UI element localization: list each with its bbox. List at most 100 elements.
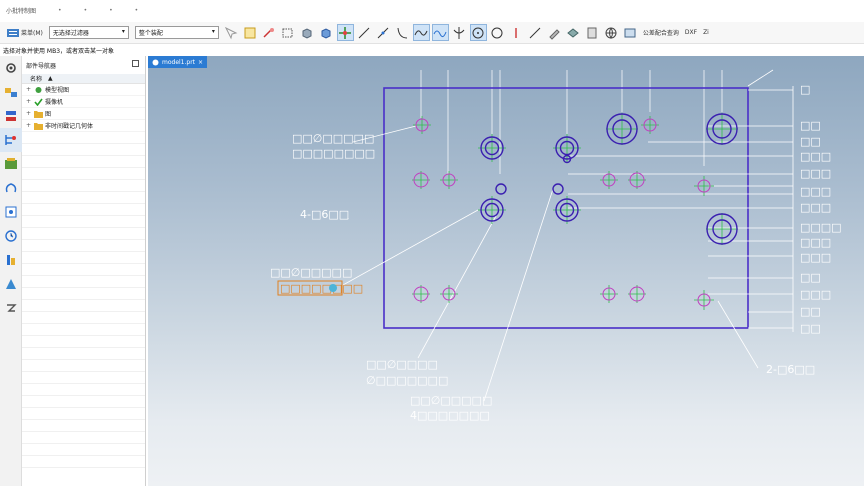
- existing-point-icon[interactable]: [527, 24, 544, 41]
- tree-empty-row: [22, 288, 145, 300]
- scope-value: 整个装配: [138, 30, 163, 37]
- hole-note-d-line2[interactable]: 4□□□□□□□: [410, 409, 490, 422]
- dim-label[interactable]: □□□: [800, 288, 831, 301]
- expand-icon[interactable]: +: [26, 110, 32, 117]
- drag-handle-icon[interactable]: [329, 284, 337, 292]
- tree-item-model-views[interactable]: + 模型视图: [22, 84, 145, 96]
- tree-item-non-timestamp-geometry[interactable]: + 非时间戳记几何体: [22, 120, 145, 132]
- expand-icon[interactable]: +: [26, 86, 32, 93]
- dim-label[interactable]: □: [800, 83, 810, 96]
- layer-icon[interactable]: [584, 24, 601, 41]
- arc-center-icon[interactable]: [469, 24, 487, 41]
- document-tab[interactable]: model1.prt ×: [148, 56, 208, 68]
- face-icon[interactable]: [318, 24, 335, 41]
- tree-item-label: 模型视图: [45, 87, 70, 94]
- resource-settings-button[interactable]: [0, 56, 22, 80]
- dim-label[interactable]: □□□□: [800, 221, 842, 234]
- process-studio-button[interactable]: [0, 296, 22, 320]
- dim-label[interactable]: □□□: [800, 185, 831, 198]
- hole-note-c-line1[interactable]: □□∅□□□□: [366, 358, 438, 371]
- app-title: 小批特制图: [6, 7, 37, 15]
- dim-label[interactable]: □□: [800, 322, 821, 335]
- left-annotations: □□∅□□□□□ □□□□□□□□ 4-□6□□ □□∅□□□□□ □□∅□□□…: [270, 132, 815, 422]
- title-dot[interactable]: •: [134, 6, 139, 14]
- line-icon[interactable]: [356, 24, 373, 41]
- dim-label[interactable]: □□□: [800, 150, 831, 163]
- scope-select[interactable]: 整个装配 ▾: [134, 26, 219, 39]
- dim-label[interactable]: □□: [800, 271, 821, 284]
- arc-icon[interactable]: [394, 24, 411, 41]
- dim-label[interactable]: □□□: [800, 236, 831, 249]
- maximize-icon[interactable]: [132, 60, 139, 67]
- pencil-icon[interactable]: [546, 24, 563, 41]
- measure-icon[interactable]: [622, 24, 639, 41]
- intersection-icon[interactable]: [451, 24, 468, 41]
- dim-label[interactable]: □□: [800, 135, 821, 148]
- history-button[interactable]: [0, 200, 22, 224]
- globe-icon[interactable]: [603, 24, 620, 41]
- dim-label[interactable]: □□□: [800, 251, 831, 264]
- close-icon[interactable]: ×: [198, 58, 204, 66]
- assembly-navigator-button[interactable]: [0, 80, 22, 104]
- title-dot[interactable]: •: [83, 6, 88, 14]
- navigator-column-header[interactable]: 名称 ▲: [22, 74, 145, 84]
- dim-label[interactable]: □□: [800, 305, 821, 318]
- tree-item-cameras[interactable]: + 摄像机: [22, 96, 145, 108]
- type-filter-select[interactable]: 无选择过滤器 ▾: [48, 26, 129, 39]
- menu-button[interactable]: 菜单(M): [4, 25, 46, 41]
- dim-label[interactable]: □□: [800, 119, 821, 132]
- clock-button[interactable]: [0, 224, 22, 248]
- select-rectangle-icon[interactable]: [242, 24, 259, 41]
- dim-label[interactable]: □□□: [800, 201, 831, 214]
- curve-icon[interactable]: [431, 24, 449, 41]
- hole-note-d-line1[interactable]: □□∅□□□□□: [410, 394, 492, 407]
- title-dot[interactable]: •: [58, 6, 62, 14]
- solid-body-icon[interactable]: [299, 24, 316, 41]
- constraint-navigator-button[interactable]: [0, 104, 22, 128]
- hole-note-b-line1[interactable]: □□∅□□□□□: [270, 266, 352, 279]
- status-text: 选择对象并使用 MB3，或者双击某一对象: [3, 47, 115, 55]
- type-filter-value: 无选择过滤器: [52, 30, 89, 37]
- hole-callout-2x[interactable]: 2-□6□□: [766, 363, 815, 376]
- web-browser-icon: [5, 183, 17, 193]
- snap-point-icon[interactable]: [336, 24, 354, 41]
- tree-empty-row: [22, 360, 145, 372]
- tree-item-drawing[interactable]: + 图: [22, 108, 145, 120]
- reuse-library-button[interactable]: [0, 152, 22, 176]
- zi-button[interactable]: Zi: [700, 25, 712, 41]
- hole-callout-4x[interactable]: 4-□6□□: [300, 208, 349, 221]
- system-materials-button[interactable]: [0, 272, 22, 296]
- part-navigator-button[interactable]: [0, 128, 22, 152]
- spline-icon[interactable]: [412, 24, 430, 41]
- part-navigator-icon: [5, 135, 16, 145]
- selected-annotation-box[interactable]: [277, 280, 343, 296]
- right-dimension-labels: □ □□ □□ □□□ □□□ □□□ □□□ □□□□ □□□ □□□ □□ …: [800, 83, 842, 335]
- expand-icon[interactable]: +: [26, 122, 32, 129]
- web-browser-button[interactable]: [0, 176, 22, 200]
- drawing-canvas[interactable]: □ □□ □□ □□□ □□□ □□□ □□□ □□□□ □□□ □□□ □□ …: [148, 56, 864, 486]
- hole-note-b-line2[interactable]: □□□□□□□□: [280, 282, 363, 295]
- roles-icon: [7, 255, 15, 265]
- quadrant-point-icon[interactable]: [489, 24, 506, 41]
- lasso-select-icon[interactable]: [280, 24, 297, 41]
- expand-icon[interactable]: +: [26, 98, 32, 105]
- deselect-icon[interactable]: [261, 24, 278, 41]
- general-selection-icon[interactable]: [223, 24, 240, 41]
- part-file-icon: [152, 59, 159, 65]
- view-orient-icon[interactable]: [565, 24, 582, 41]
- dxf-button[interactable]: DXF: [682, 25, 700, 41]
- hole-note-a-line1[interactable]: □□∅□□□□□: [292, 132, 374, 145]
- hole-note-a-line2[interactable]: □□□□□□□□: [292, 147, 375, 160]
- dim-label[interactable]: □□□: [800, 167, 831, 180]
- title-dot[interactable]: •: [109, 6, 113, 14]
- point-on-curve-icon[interactable]: [508, 24, 525, 41]
- counterbore-holes: [413, 118, 711, 307]
- constraint-navigator-icon: [6, 111, 16, 121]
- graphics-window[interactable]: model1.prt ×: [148, 56, 864, 486]
- tree-empty-row: [22, 312, 145, 324]
- tolerance-query-button[interactable]: 公差配合查询: [640, 25, 682, 41]
- hole-note-c-line2[interactable]: ∅□□□□□□□: [366, 374, 448, 387]
- tree-empty-row: [22, 324, 145, 336]
- line-endpoint-icon[interactable]: [375, 24, 392, 41]
- roles-button[interactable]: [0, 248, 22, 272]
